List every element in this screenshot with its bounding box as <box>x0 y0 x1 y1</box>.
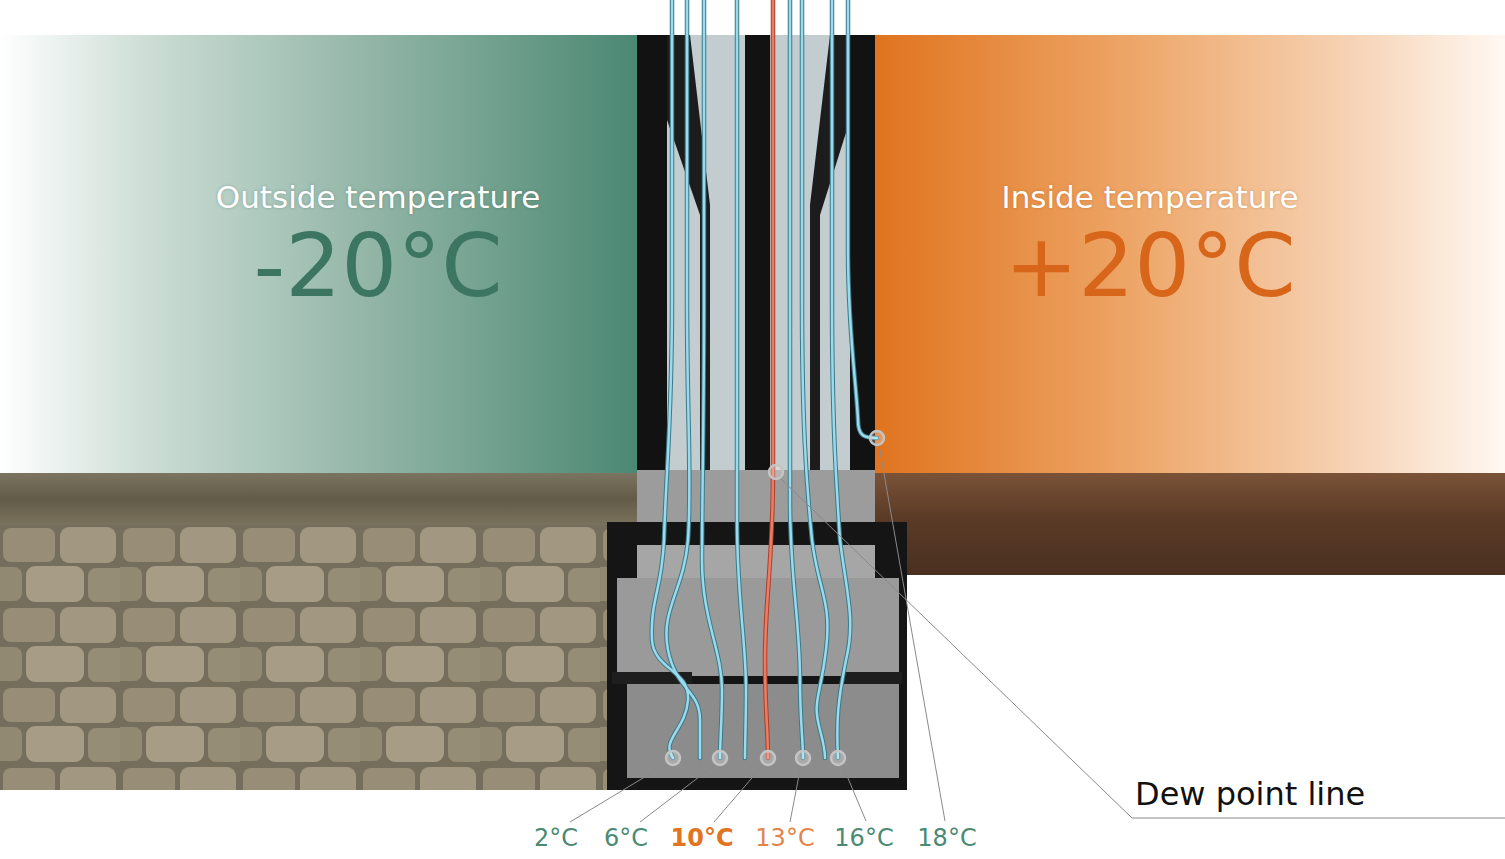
dew-point-leader <box>780 478 1505 818</box>
temperature-label: 18°C <box>917 825 976 853</box>
glass-pane <box>770 35 850 475</box>
temperature-label: 13°C <box>755 825 814 853</box>
sash-profile <box>850 35 875 525</box>
leader-line <box>640 764 716 822</box>
measure-point <box>666 751 680 765</box>
isotherm <box>848 0 877 438</box>
frame-fin <box>842 672 902 684</box>
region-heading: Outside temperature <box>216 180 540 214</box>
leader-line <box>879 445 945 821</box>
frame-chamber <box>627 684 899 778</box>
temperature-label: 6°C <box>604 825 648 853</box>
leader-line <box>790 765 801 822</box>
dew-point-isotherm <box>765 0 773 758</box>
inside-sill <box>875 473 1505 575</box>
leader-lines <box>570 445 1505 822</box>
measure-point <box>831 751 845 765</box>
temperature-value: -20°C <box>253 218 502 315</box>
isotherm <box>702 0 722 758</box>
outside-band <box>0 35 637 473</box>
temperature-label: 16°C <box>834 825 893 853</box>
measure-point <box>796 751 810 765</box>
isotherm-outline <box>652 0 877 758</box>
measure-points <box>666 431 884 765</box>
measure-point <box>713 751 727 765</box>
temperature-label: 2°C <box>534 825 578 853</box>
measure-point <box>761 751 775 765</box>
temperature-value: +20°C <box>1004 218 1295 315</box>
region-heading: Inside temperature <box>1001 180 1298 214</box>
isotherm <box>802 0 827 758</box>
outside-sill <box>0 473 637 525</box>
isotherm <box>737 0 746 758</box>
leader-line <box>714 764 764 822</box>
outside-region: Outside temperature -20°C <box>0 35 637 473</box>
isotherm <box>666 0 700 758</box>
stone-wall <box>0 525 607 790</box>
stone-wall-shade <box>0 525 607 790</box>
measure-point <box>769 465 783 479</box>
dew-point-isotherm <box>765 0 773 758</box>
temperature-label: 10°C <box>670 825 733 853</box>
isotherm <box>652 0 688 758</box>
isotherm <box>737 0 746 758</box>
sash-profile <box>745 35 770 525</box>
isotherm <box>702 0 722 758</box>
inside-band <box>875 35 1505 473</box>
frame-profile <box>607 522 907 790</box>
measure-point <box>870 431 884 445</box>
isotherm-core <box>652 0 877 758</box>
inside-region: Inside temperature +20°C <box>875 35 1505 473</box>
sash-profile <box>637 35 667 525</box>
frame-lug <box>832 778 862 790</box>
isotherm <box>652 0 688 758</box>
isotherm <box>848 0 877 438</box>
frame-lug <box>648 778 672 790</box>
isotherm <box>802 0 827 758</box>
leader-line <box>842 764 866 821</box>
dew-point-label: Dew point line <box>1135 776 1365 813</box>
leader-line <box>570 763 668 822</box>
